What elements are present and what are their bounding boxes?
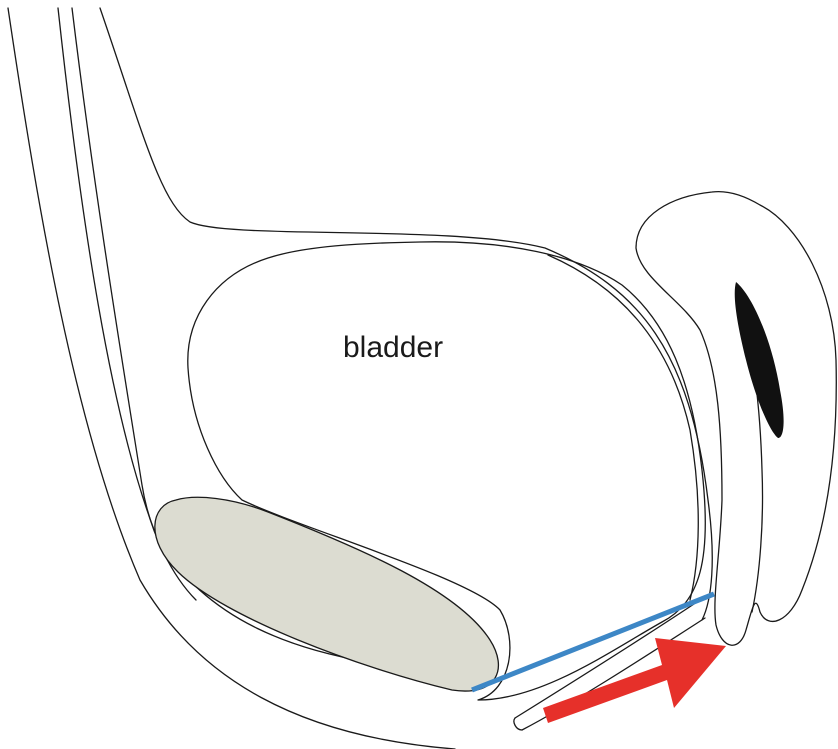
bladder-label: bladder <box>343 331 443 364</box>
pubic-bone <box>155 497 499 691</box>
canal-tip <box>514 718 522 730</box>
bladder-wall-line <box>548 255 698 600</box>
posterior-organ-outer <box>636 192 836 646</box>
